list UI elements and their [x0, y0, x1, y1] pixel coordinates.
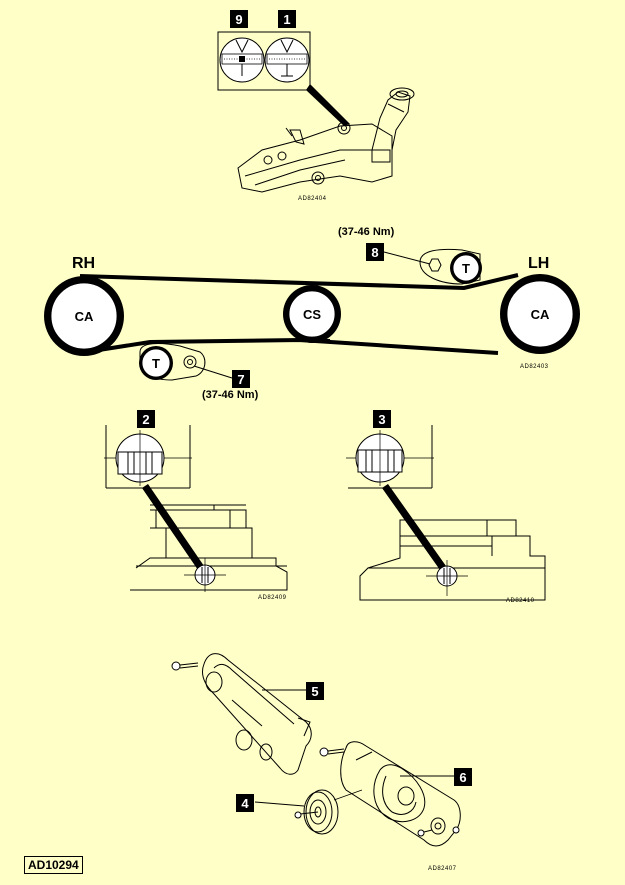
callout-5: 5 [306, 682, 324, 700]
timing-disc-right [264, 37, 310, 83]
callout-7-label: 7 [237, 372, 244, 387]
t-upper-label: T [462, 261, 470, 276]
torque-lower: (37-46 Nm) [202, 389, 259, 401]
callout-1: 1 [278, 10, 296, 28]
belt-diagram: RH LH CA CS CA T [44, 226, 580, 401]
top-figure: 9 1 [217, 10, 415, 202]
camshaft-pulley-lh: CA [500, 274, 580, 354]
figure-id-badge: AD10294 [24, 856, 83, 874]
cs-label: CS [303, 307, 321, 322]
callout-6: 6 [454, 768, 472, 786]
callout-1-label: 1 [283, 12, 290, 27]
leader-8 [383, 251, 431, 265]
belt-lower-strand [85, 337, 499, 355]
callout-5-label: 5 [311, 684, 318, 699]
ref-top: AD82404 [298, 196, 327, 202]
mid-left-figure: 2 AD82409 [104, 410, 288, 601]
bolt-upper-cover [171, 661, 199, 671]
leader-2 [142, 484, 204, 570]
callout-4-label: 4 [241, 796, 249, 811]
ref-mid-left: AD82409 [258, 595, 287, 601]
rh-label: RH [72, 255, 95, 272]
callout-8-label: 8 [371, 245, 378, 260]
top-leader [306, 84, 350, 126]
idler-pulley [294, 789, 339, 835]
callout-7: 7 [232, 370, 250, 388]
callout-2: 2 [137, 410, 155, 428]
leader-4 [254, 801, 305, 807]
ca-left-label: CA [75, 309, 94, 324]
ca-right-label: CA [531, 307, 550, 322]
callout-8: 8 [366, 243, 384, 261]
crankshaft-pulley: CS [283, 285, 341, 343]
leader-7 [193, 365, 233, 379]
torque-upper: (37-46 Nm) [338, 226, 395, 238]
ref-belt: AD82403 [520, 364, 549, 370]
camshaft-pulley-rh: CA [44, 276, 124, 356]
callout-2-label: 2 [142, 412, 149, 427]
cylinder-head-drawing [237, 87, 415, 193]
tensioner-upper: T [419, 248, 482, 285]
ref-bottom: AD82407 [428, 866, 457, 872]
callout-3: 3 [373, 410, 391, 428]
timing-disc-left [219, 37, 265, 83]
ref-mid-right: AD82410 [506, 598, 535, 604]
bottom-figure: 5 6 [171, 653, 472, 872]
tensioner-lower: T [139, 343, 206, 381]
timing-cover-upper [201, 653, 312, 775]
timing-cover-lower [340, 741, 461, 847]
mid-right-figure: 3 AD82410 [346, 410, 546, 604]
callout-6-label: 6 [459, 770, 466, 785]
callout-4: 4 [236, 794, 254, 812]
callout-9: 9 [230, 10, 248, 28]
leader-3 [382, 484, 446, 570]
inset-frame [217, 31, 311, 91]
belt-upper-strand [79, 273, 519, 291]
callout-9-label: 9 [235, 12, 242, 27]
t-lower-label: T [152, 356, 160, 371]
lh-label: LH [528, 255, 549, 272]
callout-3-label: 3 [378, 412, 385, 427]
bolt-lower-cover [319, 747, 345, 757]
